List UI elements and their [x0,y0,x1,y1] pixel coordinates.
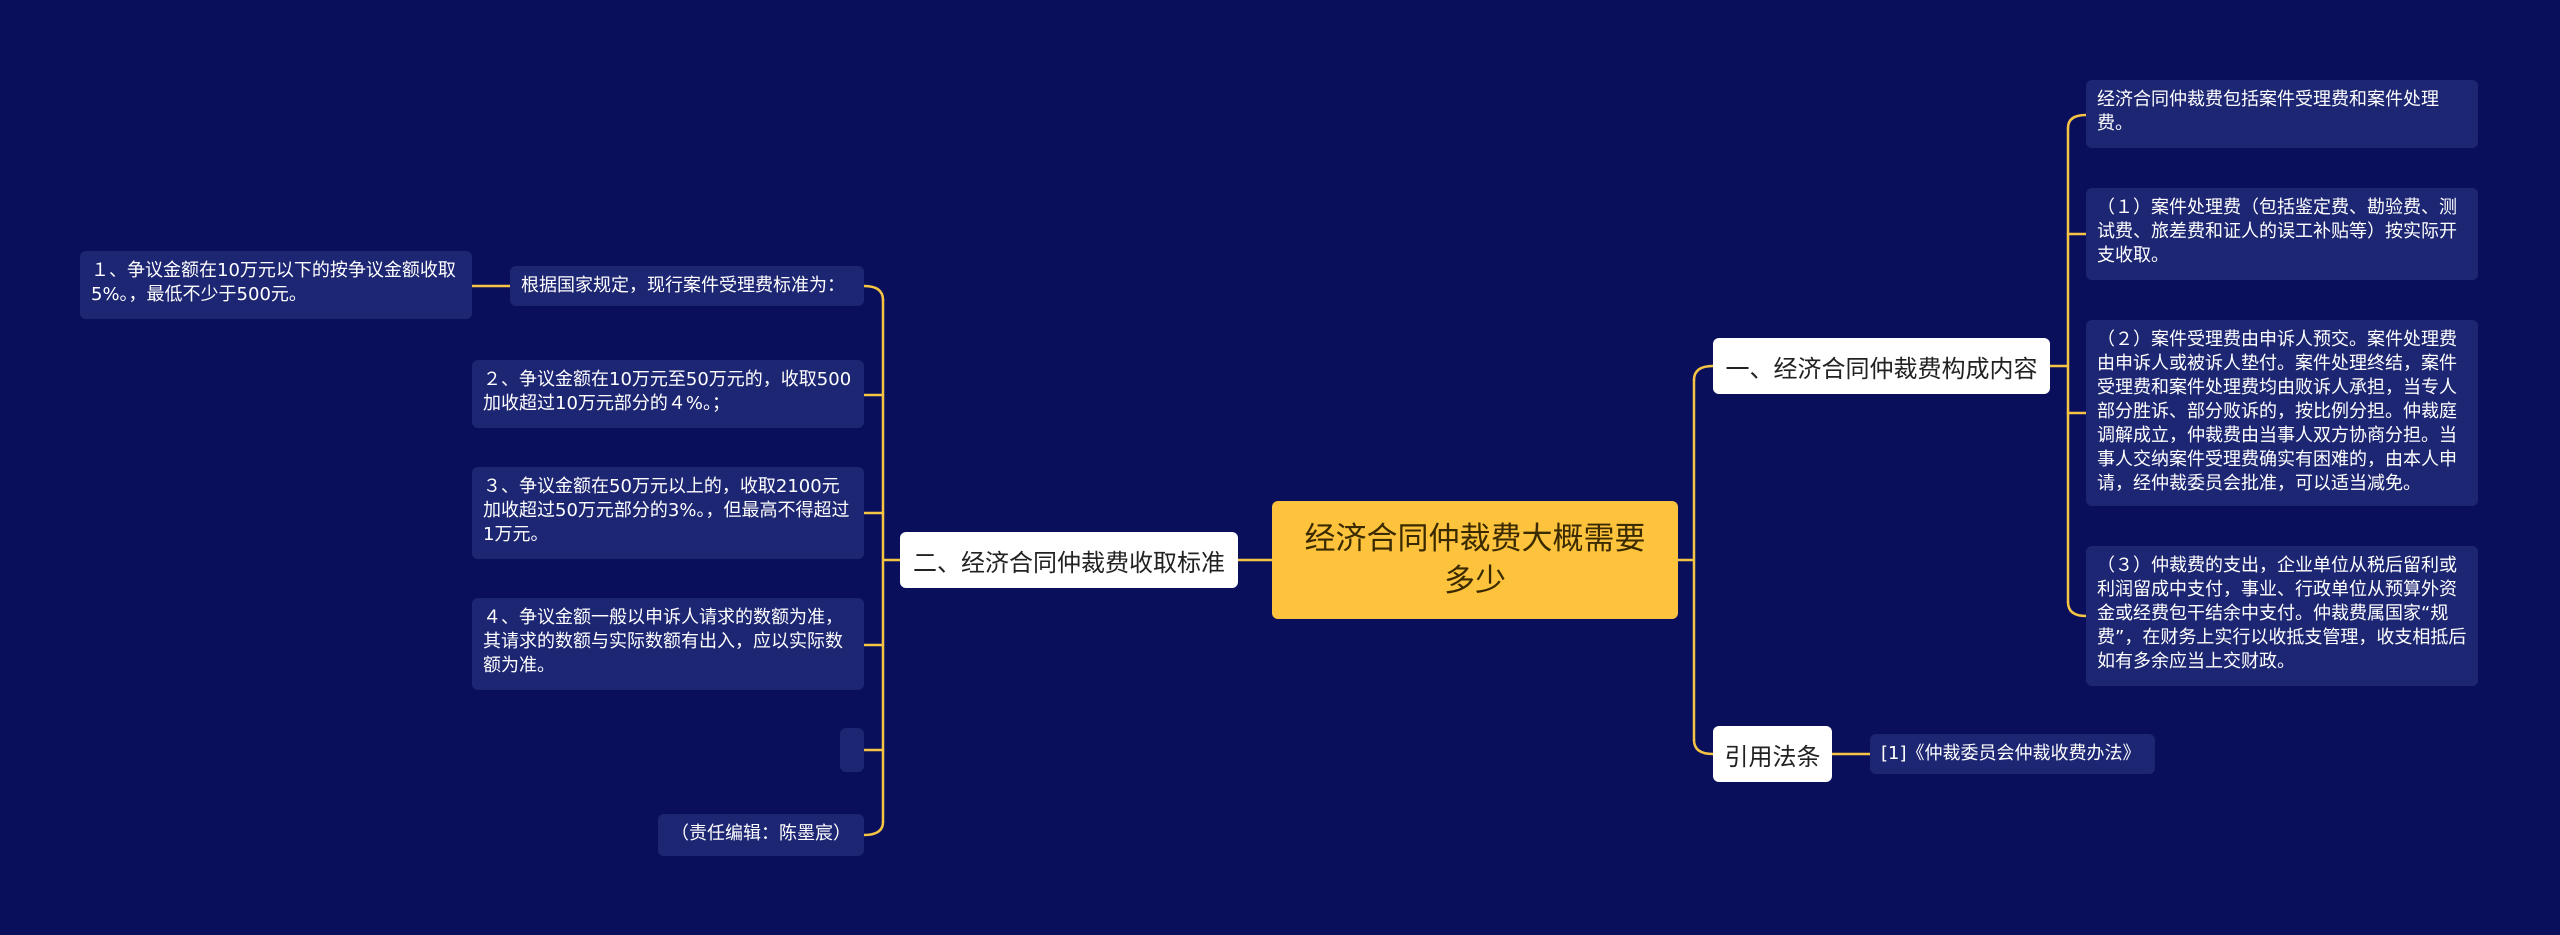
branch-cited-law[interactable]: 引用法条 [1713,726,1832,782]
leaf-text: １、争议金额在10万元以下的按争议金额收取5%。，最低不少于500元。 [91,260,456,305]
link-right-leaf-1 [2066,113,2088,130]
leaf-text: ３、争议金额在50万元以上的，收取2100元加收超过50万元部分的3%。，但最高… [483,476,850,545]
leaf-fee-standard-tier-3[interactable]: ３、争议金额在50万元以上的，收取2100元加收超过50万元部分的3%。，但最高… [472,467,864,559]
branch-fee-standard[interactable]: 二、经济合同仲裁费收取标准 [900,532,1238,588]
leaf-empty[interactable] [840,728,864,772]
leaf-text: ２、争议金额在10万元至50万元的，收取500加收超过10万元部分的４%。； [483,369,852,414]
leaf-text: [1]《仲裁委员会仲裁收费办法》 [1881,743,2141,764]
root-topic-label: 经济合同仲裁费大概需要多少 [1304,521,1646,599]
leaf-cited-law-1[interactable]: [1]《仲裁委员会仲裁收费办法》 [1870,734,2155,774]
link-right-top-bus [2048,126,2070,604]
leaf-fee-composition-overview[interactable]: 经济合同仲裁费包括案件受理费和案件处理费。 [2086,80,2478,148]
branch-fee-composition-label: 一、经济合同仲裁费构成内容 [1725,354,2038,383]
leaf-fee-standard-tier-1[interactable]: １、争议金额在10万元以下的按争议金额收取5%。，最低不少于500元。 [80,251,472,319]
leaf-text: （１）案件处理费（包括鉴定费、勘验费、测试费、旅差费和证人的误工补贴等）按实际开… [2097,197,2457,266]
leaf-fee-composition-handling[interactable]: （１）案件处理费（包括鉴定费、勘验费、测试费、旅差费和证人的误工补贴等）按实际开… [2086,188,2478,280]
leaf-text: ４、争议金额一般以申诉人请求的数额为准，其请求的数额与实际数额有出入，应以实际数… [483,607,843,676]
leaf-fee-standard-tier-2[interactable]: ２、争议金额在10万元至50万元的，收取500加收超过10万元部分的４%。； [472,360,864,428]
link-right-bottom-branch [1692,738,1715,756]
link-right-leaf-4 [2066,600,2088,618]
leaf-text: （责任编辑：陈墨宸） [671,823,851,844]
branch-fee-standard-label: 二、经济合同仲裁费收取标准 [913,548,1225,577]
leaf-fee-composition-expenditure[interactable]: （３）仲裁费的支出，企业单位从税后留利或利润留成中支付，事业、行政单位从预算外资… [2086,546,2478,686]
leaf-fee-standard-tier-4[interactable]: ４、争议金额一般以申诉人请求的数额为准，其请求的数额与实际数额有出入，应以实际数… [472,598,864,690]
branch-cited-law-label: 引用法条 [1724,742,1821,771]
link-right-top-branch [1692,364,1715,382]
leaf-text: （３）仲裁费的支出，企业单位从税后留利或利润留成中支付，事业、行政单位从预算外资… [2097,555,2467,672]
link-left-branch-bus [881,298,902,824]
link-root-to-right-bus [1676,378,1696,742]
link-left-leaf-6 [862,820,885,837]
leaf-text: 根据国家规定，现行案件受理费标准为： [521,275,845,296]
leaf-text: （２）案件受理费由申诉人预交。案件处理费由申诉人或被诉人垫付。案件处理终结，案件… [2097,329,2457,494]
leaf-editor-credit[interactable]: （责任编辑：陈墨宸） [658,814,864,856]
leaf-text: 经济合同仲裁费包括案件受理费和案件处理费。 [2097,89,2439,134]
leaf-fee-standard-intro[interactable]: 根据国家规定，现行案件受理费标准为： [510,266,864,306]
link-left-leaf-1 [862,284,885,302]
leaf-fee-composition-acceptance[interactable]: （２）案件受理费由申诉人预交。案件处理费由申诉人或被诉人垫付。案件处理终结，案件… [2086,320,2478,506]
root-topic[interactable]: 经济合同仲裁费大概需要多少 [1272,501,1678,619]
branch-fee-composition[interactable]: 一、经济合同仲裁费构成内容 [1713,338,2050,394]
